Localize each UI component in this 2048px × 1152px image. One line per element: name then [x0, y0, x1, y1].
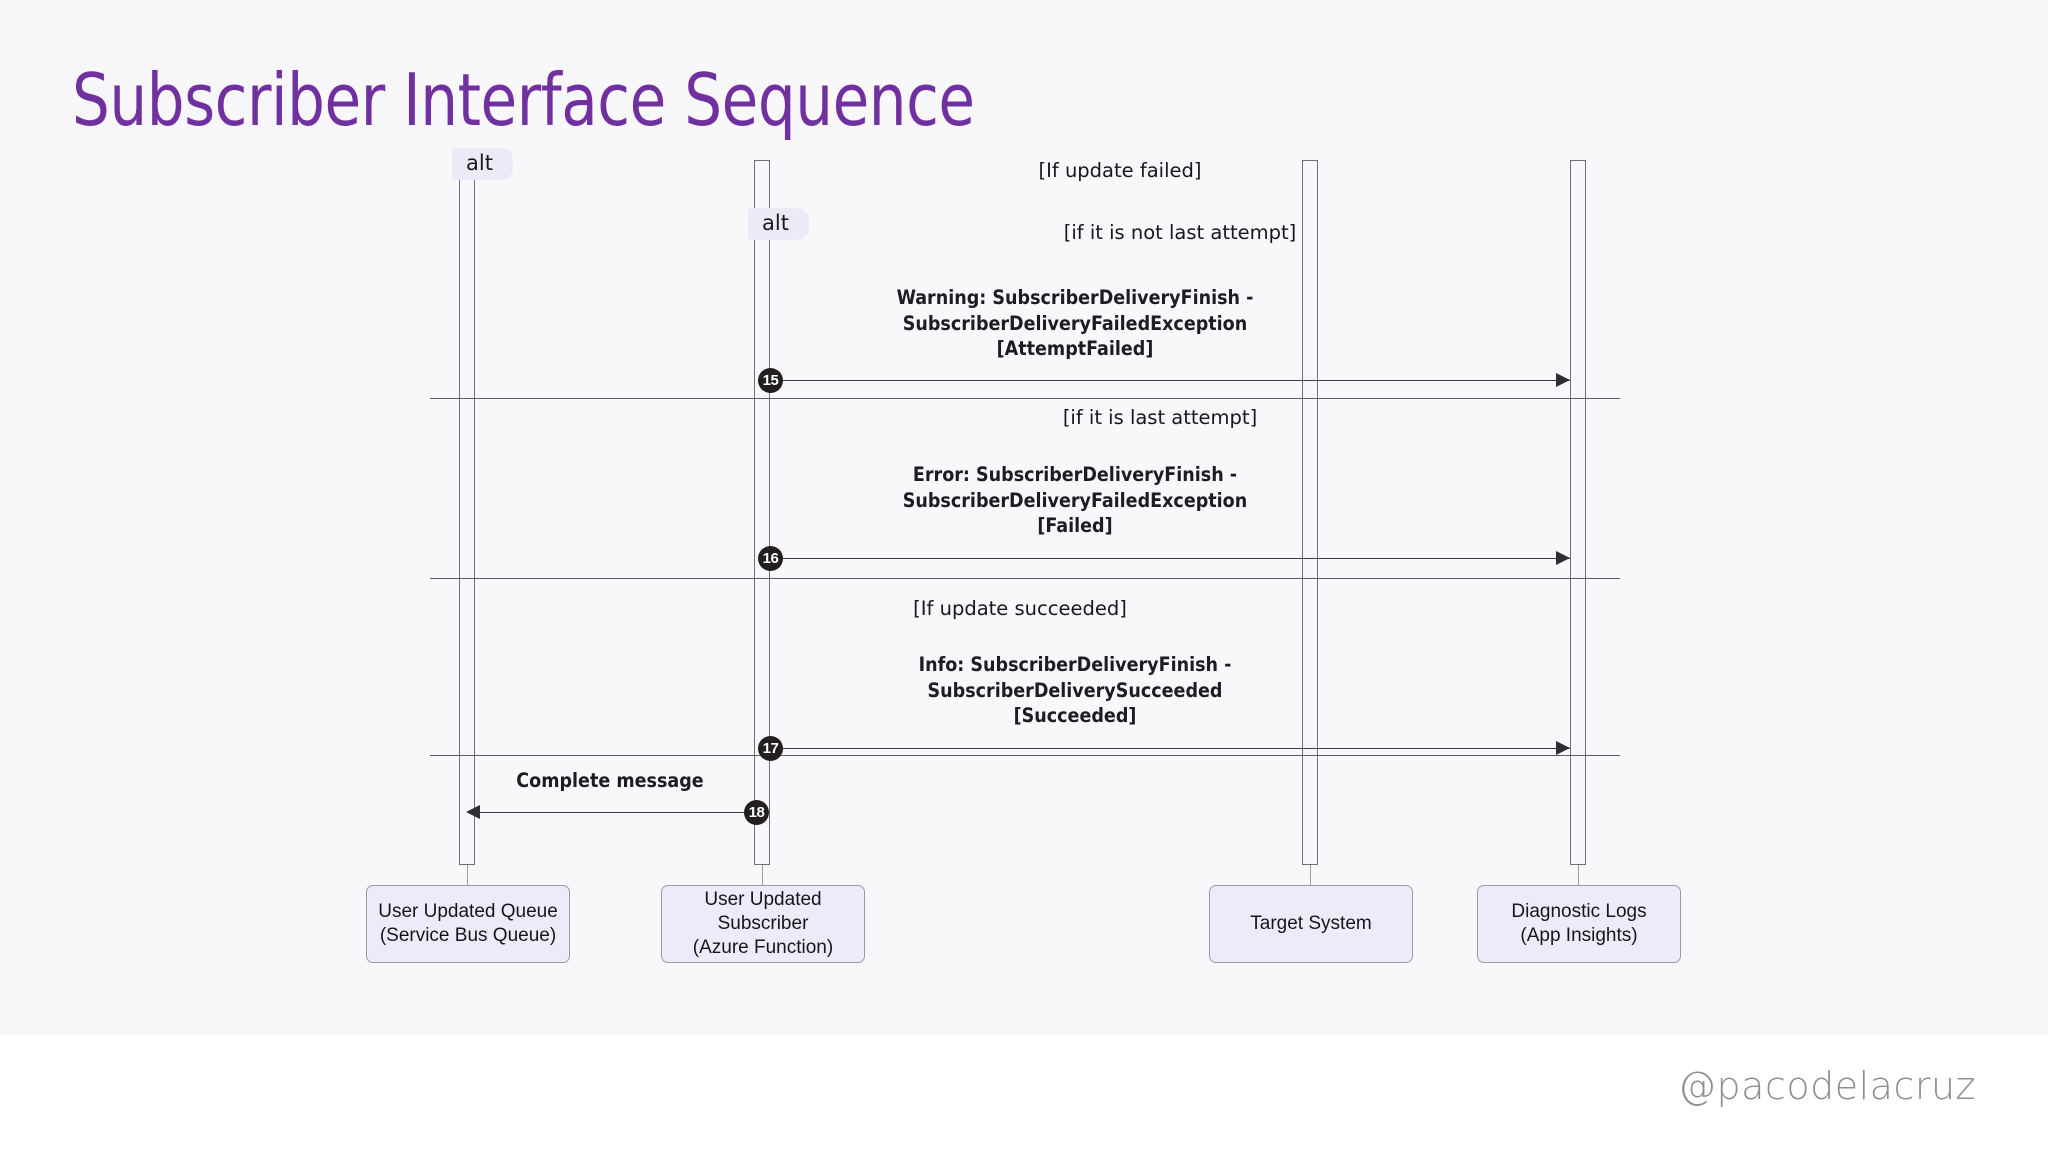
author-handle: @pacodelacruz — [1678, 1064, 1976, 1108]
message-sequence-badge-18[interactable]: 18 — [744, 800, 769, 825]
fragment-separator-2 — [430, 578, 1620, 579]
fragment-separator-3 — [430, 755, 1620, 756]
message-label-18: Complete message — [516, 769, 704, 792]
slide-background-panel — [320, 0, 2048, 1035]
sequence-diagram: alt alt [If update failed] [if it is not… — [366, 148, 1681, 963]
guard-if-not-last-attempt: [if it is not last attempt] — [1063, 221, 1297, 244]
activation-bar-target — [1302, 160, 1318, 865]
message-label-17: Info: SubscriberDeliveryFinish - Subscri… — [918, 653, 1232, 728]
message-label-15: Warning: SubscriberDeliveryFinish - Subs… — [896, 286, 1254, 361]
message-line-15 — [770, 380, 1570, 381]
participant-label-subscriber-line2: (Azure Function) — [692, 937, 834, 959]
participant-box-logs[interactable]: Diagnostic Logs (App Insights) — [1477, 885, 1681, 963]
message-line-16 — [770, 558, 1570, 559]
message-arrowhead-17 — [1556, 741, 1570, 755]
participant-label-logs-line1: Diagnostic Logs — [1511, 900, 1647, 922]
participant-box-subscriber[interactable]: User Updated Subscriber (Azure Function) — [661, 885, 865, 963]
message-arrowhead-15 — [1556, 373, 1570, 387]
fragment-tag-alt-outer: alt — [452, 148, 513, 181]
activation-bar-queue — [459, 160, 475, 865]
message-sequence-badge-15[interactable]: 15 — [758, 368, 783, 393]
message-sequence-badge-17[interactable]: 17 — [758, 736, 783, 761]
participant-label-logs-line2: (App Insights) — [1520, 925, 1638, 946]
page-title: Subscriber Interface Sequence — [72, 58, 975, 142]
participant-box-queue[interactable]: User Updated Queue (Service Bus Queue) — [366, 885, 570, 963]
guard-if-last-attempt: [if it is last attempt] — [1062, 406, 1258, 429]
activation-bar-subscriber — [754, 160, 770, 865]
activation-bar-logs — [1570, 160, 1586, 865]
message-sequence-badge-16[interactable]: 16 — [758, 546, 783, 571]
message-arrowhead-18 — [466, 805, 480, 819]
participant-label-target-line1: Target System — [1250, 912, 1372, 934]
fragment-separator-1 — [430, 398, 1620, 399]
message-label-16: Error: SubscriberDeliveryFinish - Subscr… — [902, 463, 1248, 538]
guard-if-update-failed: [If update failed] — [1038, 159, 1202, 182]
message-line-17 — [770, 748, 1570, 749]
fragment-tag-alt-inner: alt — [748, 208, 809, 241]
participant-label-subscriber-line1: User Updated Subscriber — [704, 888, 822, 934]
message-arrowhead-16 — [1556, 551, 1570, 565]
participant-label-queue-line2: (Service Bus Queue) — [379, 925, 557, 946]
participant-box-target[interactable]: Target System — [1209, 885, 1413, 963]
message-line-18 — [477, 812, 752, 813]
guard-if-update-succeeded: [If update succeeded] — [913, 597, 1127, 620]
participant-label-queue-line1: User Updated Queue — [378, 900, 558, 922]
